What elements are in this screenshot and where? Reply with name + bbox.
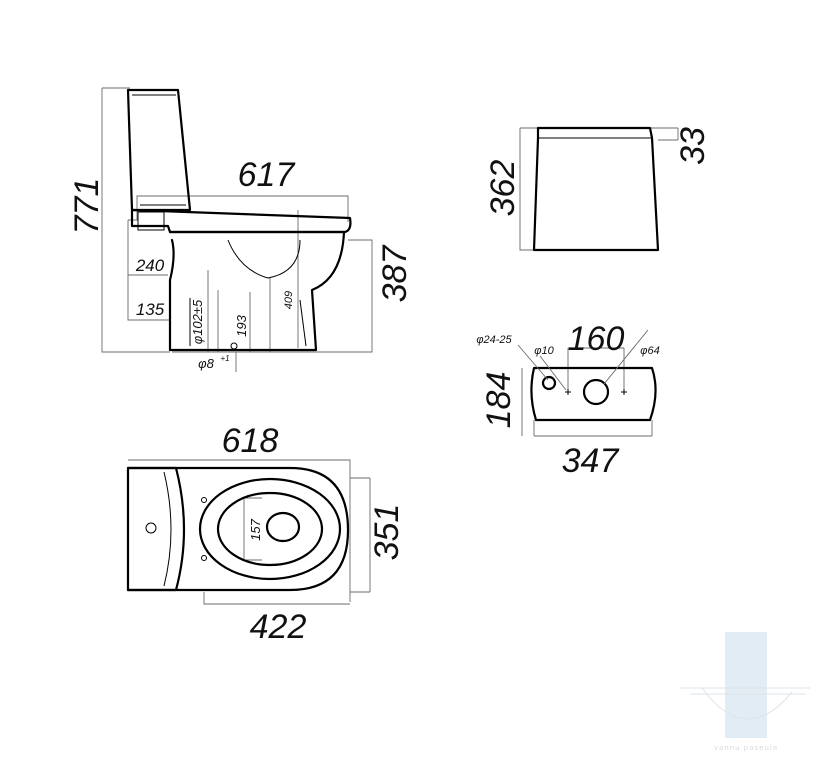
fixing-hole-tolerance: +1	[220, 354, 229, 363]
bowl-inner	[216, 491, 324, 567]
hole-c-label: φ64	[640, 345, 659, 357]
tank-top-dimension-lines	[521, 347, 653, 437]
length-618-label: 618	[222, 422, 279, 460]
tank-depth-184-label: 184	[480, 372, 518, 429]
tank-connector	[137, 211, 165, 231]
top-view-dimension-lines	[128, 459, 371, 605]
seat-side-outline	[130, 208, 352, 234]
bowl-rim	[198, 477, 342, 581]
height-771-label: 771	[68, 178, 106, 235]
top-view: 618 351 422 157	[126, 422, 406, 646]
side-view-dimension-lines	[101, 87, 373, 372]
hole-b-icon	[565, 389, 571, 395]
hole-b-label: φ10	[534, 345, 554, 357]
side-view: 771 617 387 240 135 φ102±5 193 409 φ8 +1	[68, 87, 414, 372]
hole-spacing-160-label: 160	[568, 320, 625, 358]
drain-offset-label: φ102±5	[190, 299, 205, 344]
length-617-label: 617	[238, 156, 296, 194]
tank-front-view: 362 33	[484, 126, 712, 252]
top-view-outline	[126, 466, 350, 592]
bolt-spacing-157-label: 157	[248, 518, 263, 540]
watermark-logo: vannu paseule	[680, 632, 810, 752]
bolt-distance-422-label: 422	[250, 608, 307, 646]
tank-height-362-label: 362	[484, 160, 522, 217]
hole-leader-lines	[517, 329, 649, 391]
pedestal-inner	[189, 298, 307, 347]
bolt-hole-upper	[201, 497, 207, 503]
hole-a-icon	[541, 375, 557, 391]
watermark-lines	[680, 687, 810, 720]
dim-135-label: 135	[136, 300, 165, 319]
dim-409-label: 409	[283, 291, 295, 309]
bowl-height-387-label: 387	[376, 245, 414, 303]
watermark-bar	[725, 632, 767, 738]
tank-top-view: φ24-25 φ10 φ64 160 184 347	[476, 320, 659, 480]
bolt-hole-lower	[201, 555, 207, 561]
tank-top-section	[126, 466, 186, 592]
dim-240-label: 240	[135, 256, 165, 275]
fixing-hole-label: φ8	[198, 356, 214, 371]
watermark-text: vannu paseule	[714, 744, 778, 752]
tank-top-outline	[530, 366, 657, 422]
tank-front-outline	[532, 126, 660, 252]
width-351-label: 351	[368, 504, 406, 561]
tank-side-inner	[132, 94, 186, 206]
hole-c-icon	[582, 378, 610, 406]
drain-hole-icon	[265, 511, 301, 543]
tank-inner-line	[163, 471, 172, 587]
fixing-hole-marker	[230, 342, 238, 350]
flush-button-icon	[145, 522, 157, 534]
lid-height-33-label: 33	[674, 127, 712, 165]
hole-d-icon	[621, 389, 627, 395]
tank-side-outline	[126, 88, 192, 212]
trapway-curve	[227, 239, 301, 279]
tank-front-dimension-lines	[519, 127, 679, 251]
bowl-side-outline	[168, 230, 346, 352]
hole-a-label: φ24-25	[476, 334, 512, 346]
dim-193-label: 193	[234, 314, 249, 336]
tank-width-347-label: 347	[562, 442, 620, 480]
